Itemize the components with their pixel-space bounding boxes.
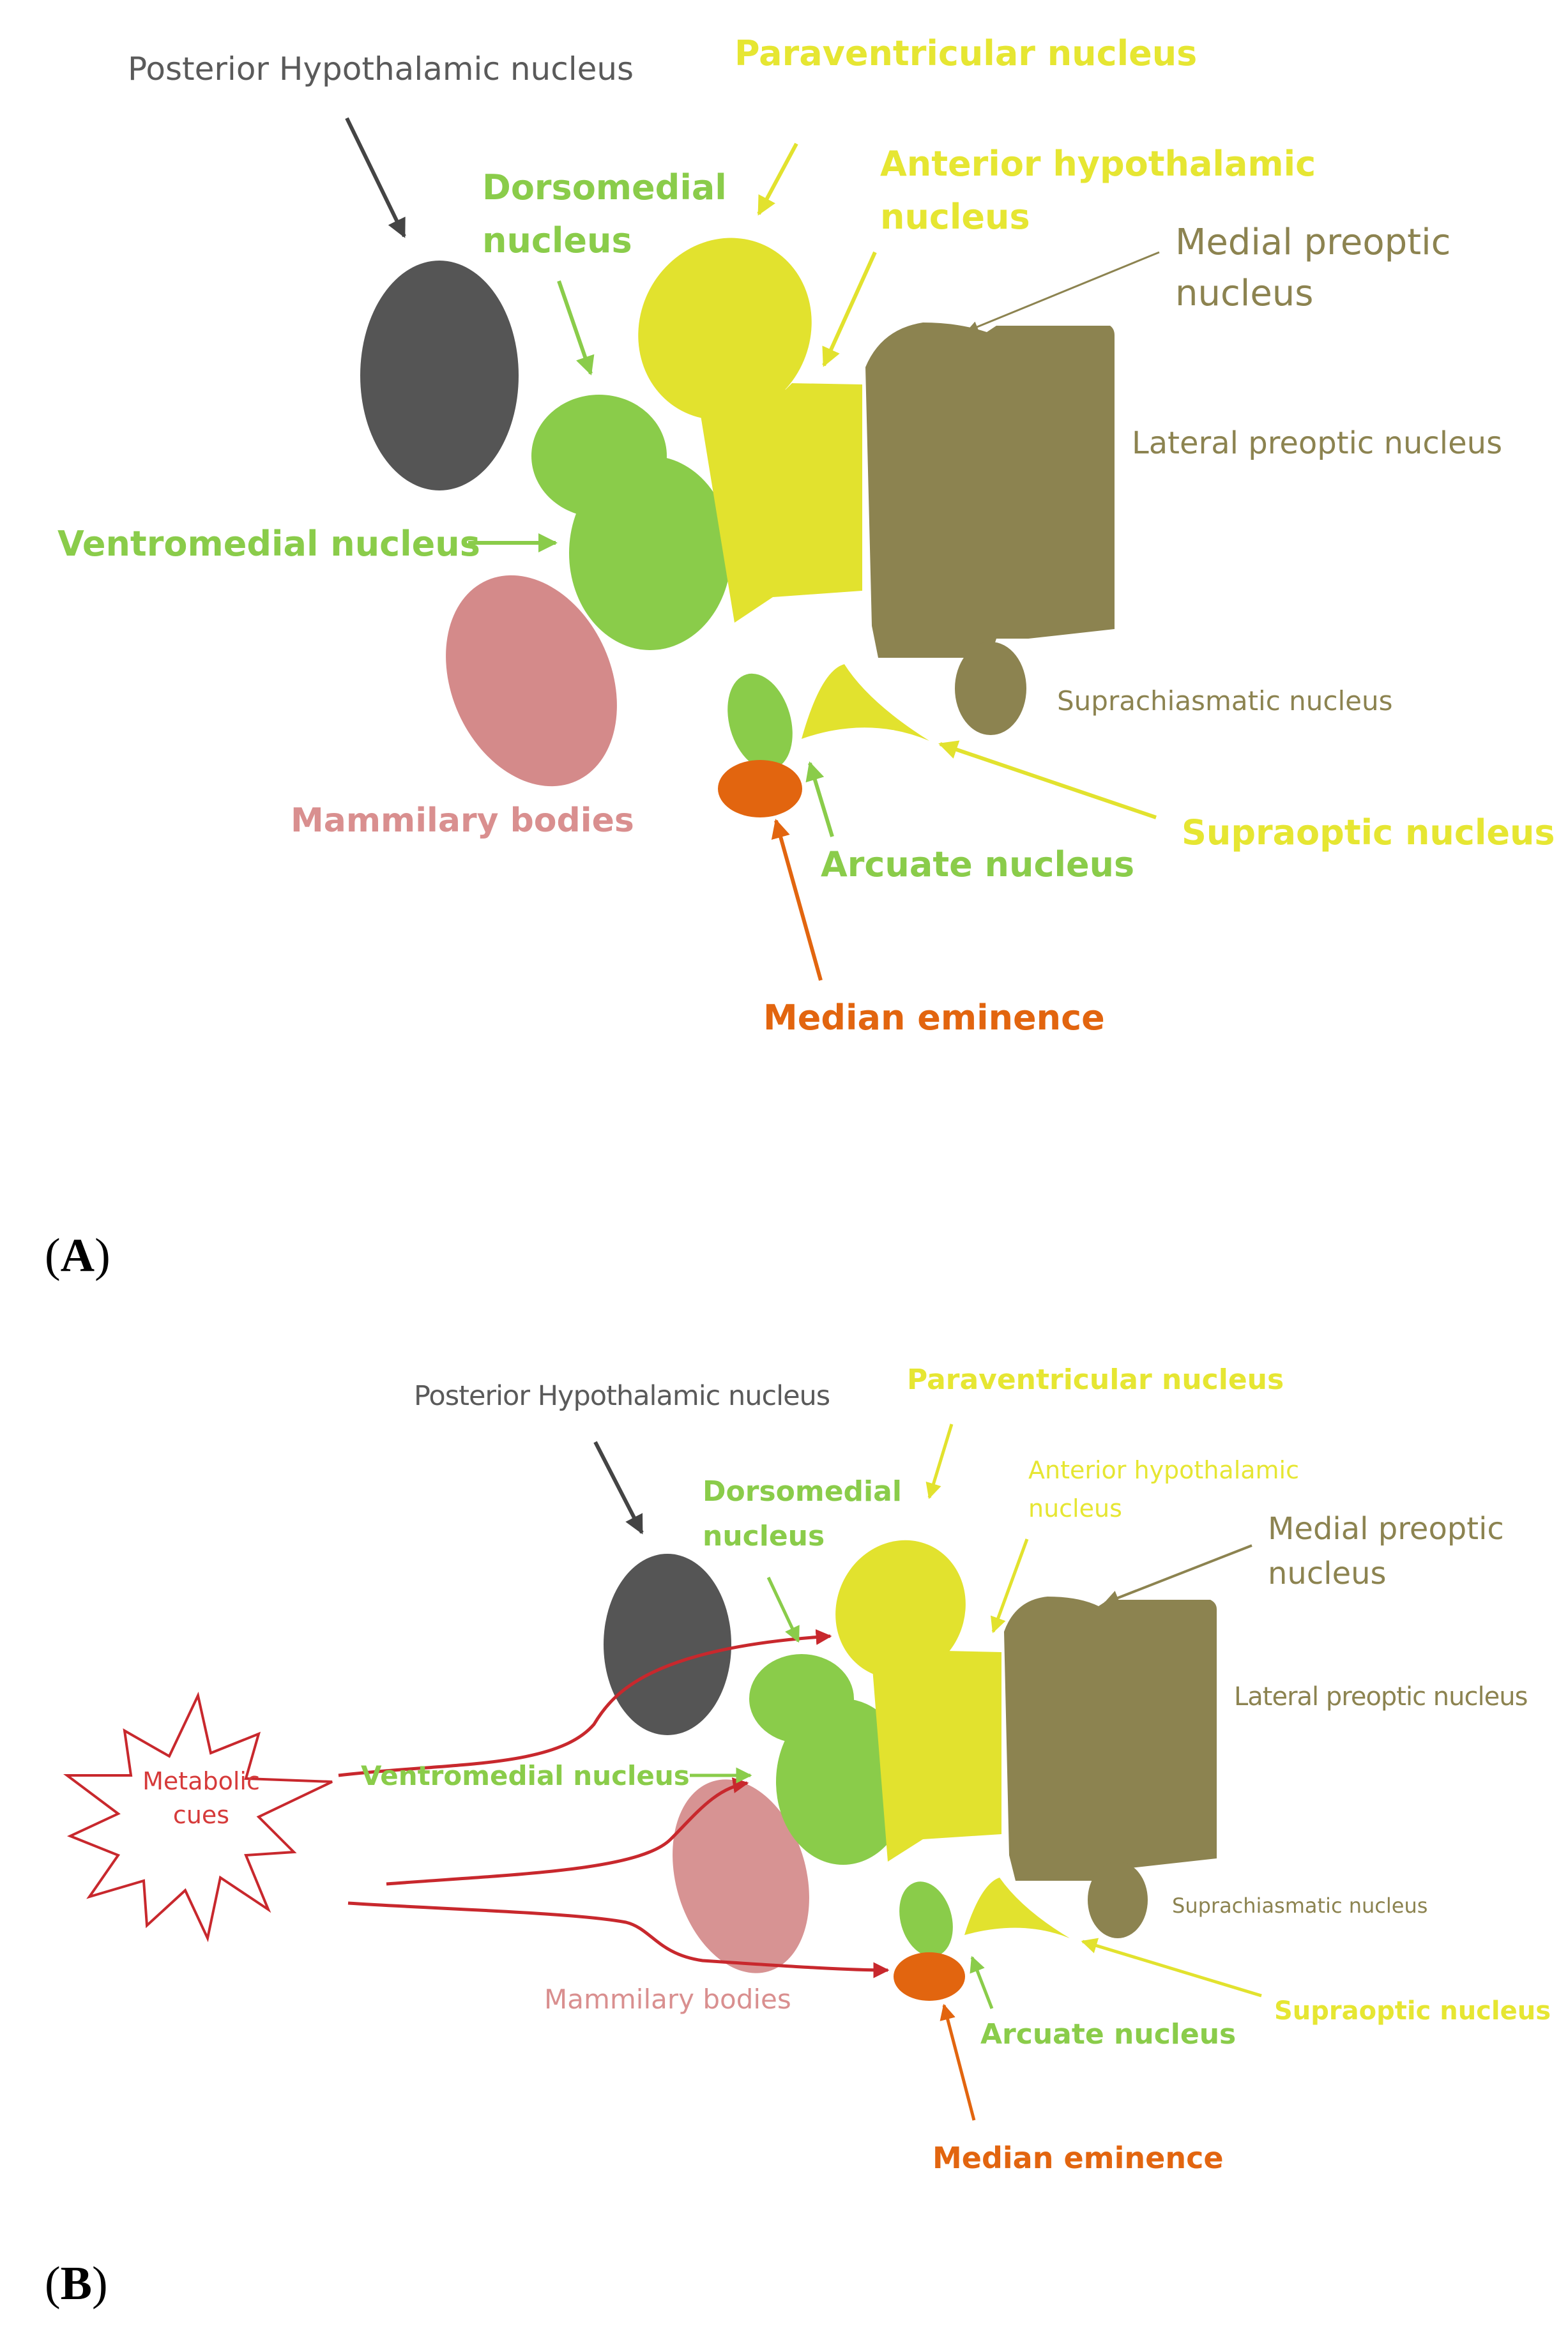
arcuate-arrow-b bbox=[970, 1955, 994, 2009]
posterior-arrow bbox=[345, 117, 406, 238]
posterior-label: Posterior Hypothalamic nucleus bbox=[128, 50, 634, 87]
ventromedial-label-b: Ventromedial nucleus bbox=[361, 1760, 690, 1791]
paraventricular-label: Paraventricular nucleus bbox=[735, 33, 1197, 73]
posterior-hypothalamic-shape-b bbox=[604, 1554, 731, 1735]
median-eminence-shape bbox=[718, 760, 802, 817]
arcuate-shape-b bbox=[899, 1881, 953, 1957]
supraoptic-arrow bbox=[938, 740, 1157, 819]
anterior-label-line1: Anterior hypothalamic bbox=[880, 144, 1316, 184]
medial-preoptic-label-b-line1: Medial preoptic bbox=[1268, 1511, 1504, 1547]
lateral-preoptic-label-b: Lateral preoptic nucleus bbox=[1234, 1682, 1527, 1712]
medial-preoptic-arrow-b bbox=[1103, 1544, 1252, 1606]
median-eminence-arrow bbox=[771, 819, 823, 981]
dorsomedial-arrow-b bbox=[766, 1576, 800, 1643]
posterior-hypothalamic-shape bbox=[360, 261, 519, 490]
arcuate-label: Arcuate nucleus bbox=[821, 844, 1134, 885]
median-eminence-arrow-b bbox=[940, 2003, 976, 2121]
median-eminence-label-b: Median eminence bbox=[932, 2141, 1224, 2175]
medial-preoptic-label-line1: Medial preoptic bbox=[1175, 222, 1450, 263]
dorsomedial-arrow bbox=[557, 280, 595, 376]
anterior-label-b-line2: nucleus bbox=[1028, 1494, 1122, 1522]
metabolic-to-ventromedial-arrow bbox=[386, 1777, 749, 1886]
paraventricular-anterior-shape-b bbox=[835, 1540, 1001, 1862]
median-eminence-label: Median eminence bbox=[763, 998, 1105, 1038]
lateral-preoptic-label: Lateral preoptic nucleus bbox=[1132, 425, 1502, 461]
supraoptic-label: Supraoptic nucleus bbox=[1182, 812, 1555, 853]
supraoptic-arrow-b bbox=[1081, 1938, 1262, 1998]
mammilary-bodies-shape-b bbox=[673, 1779, 809, 1973]
mammilary-label-b: Mammilary bodies bbox=[544, 1984, 791, 2015]
posterior-label-b: Posterior Hypothalamic nucleus bbox=[414, 1380, 830, 1412]
suprachiasmatic-shape bbox=[955, 642, 1026, 735]
lateral-preoptic-shape-b bbox=[1004, 1597, 1217, 1881]
mammilary-label: Mammilary bodies bbox=[291, 801, 634, 840]
arcuate-arrow bbox=[805, 761, 834, 837]
metabolic-cues-starburst bbox=[63, 1691, 333, 1943]
arcuate-shape bbox=[727, 673, 793, 770]
dorsomedial-ventromedial-shape-b bbox=[749, 1654, 910, 1865]
anterior-label-line2: nucleus bbox=[880, 197, 1030, 237]
medial-preoptic-label-b-line2: nucleus bbox=[1268, 1556, 1387, 1591]
medial-preoptic-arrow bbox=[966, 251, 1160, 333]
arcuate-label-b: Arcuate nucleus bbox=[980, 2018, 1236, 2051]
panel-b-letter: (B) bbox=[45, 2258, 108, 2310]
metabolic-to-median-eminence-arrow bbox=[347, 1901, 890, 1978]
paraventricular-label-b: Paraventricular nucleus bbox=[907, 1363, 1284, 1396]
mammilary-bodies-shape bbox=[446, 575, 617, 787]
paraventricular-anterior-shape bbox=[638, 238, 862, 623]
dorsomedial-label-line2: nucleus bbox=[482, 220, 632, 261]
metabolic-cues-label-line1: Metabolic bbox=[142, 1767, 260, 1795]
supraoptic-label-b: Supraoptic nucleus bbox=[1274, 1996, 1551, 2026]
suprachiasmatic-label: Suprachiasmatic nucleus bbox=[1057, 685, 1393, 717]
supraoptic-shape-b bbox=[964, 1878, 1070, 1938]
suprachiasmatic-shape-b bbox=[1088, 1862, 1148, 1938]
medial-preoptic-label-line2: nucleus bbox=[1175, 273, 1313, 314]
lateral-preoptic-shape bbox=[865, 323, 1115, 658]
median-eminence-shape-b bbox=[894, 1952, 965, 2001]
panel-b: Posterior Hypothalamic nucleus Paraventr… bbox=[45, 1363, 1551, 2310]
metabolic-cues-label-line2: cues bbox=[173, 1801, 229, 1829]
paraventricular-arrow bbox=[757, 142, 798, 216]
supraoptic-shape bbox=[802, 664, 929, 741]
panel-a-letter: (A) bbox=[45, 1229, 110, 1282]
dorsomedial-label-b-line1: Dorsomedial bbox=[703, 1475, 902, 1508]
ventromedial-label: Ventromedial nucleus bbox=[57, 524, 480, 564]
suprachiasmatic-label-b: Suprachiasmatic nucleus bbox=[1172, 1894, 1427, 1918]
anterior-arrow-b bbox=[990, 1538, 1029, 1634]
dorsomedial-ventromedial-shape bbox=[531, 395, 731, 650]
dorsomedial-label-b-line2: nucleus bbox=[703, 1520, 825, 1553]
anterior-arrow bbox=[822, 251, 877, 367]
posterior-arrow-b bbox=[593, 1441, 644, 1535]
dorsomedial-label-line1: Dorsomedial bbox=[482, 167, 727, 208]
metabolic-to-dorsomedial-arrow bbox=[338, 1629, 832, 1777]
paraventricular-arrow-b bbox=[925, 1424, 954, 1500]
panel-a: Posterior Hypothalamic nucleus Paraventr… bbox=[45, 33, 1555, 1282]
anterior-label-b-line1: Anterior hypothalamic bbox=[1028, 1456, 1299, 1484]
